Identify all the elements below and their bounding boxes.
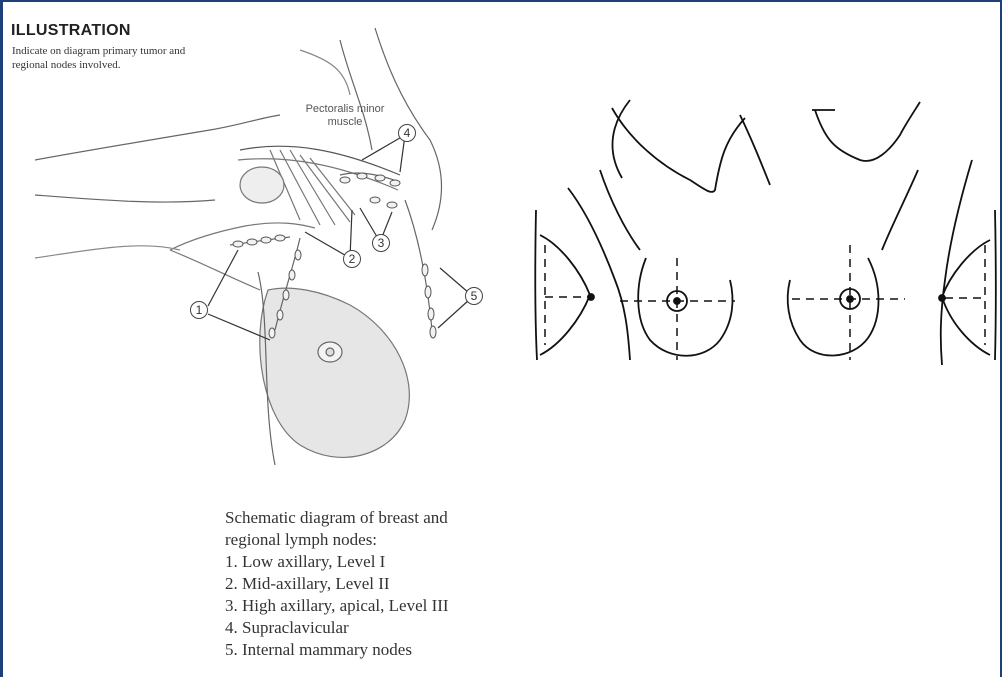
caption-item: 4. Supraclavicular: [225, 617, 449, 639]
caption-item: 1. Low axillary, Level I: [225, 551, 449, 573]
caption-item: 2. Mid-axillary, Level II: [225, 573, 449, 595]
pectoralis-minor-label: Pectoralis minor muscle: [290, 103, 400, 129]
caption-item: 3. High axillary, apical, Level III: [225, 595, 449, 617]
marker-4: 4: [398, 124, 416, 142]
marker-3: 3: [372, 234, 390, 252]
caption-item: 5. Internal mammary nodes: [225, 639, 449, 661]
marker-5: 5: [465, 287, 483, 305]
caption-intro-line1: Schematic diagram of breast and: [225, 507, 449, 529]
diagram-caption: Schematic diagram of breast and regional…: [225, 507, 449, 661]
caption-intro-line2: regional lymph nodes:: [225, 529, 449, 551]
marker-2: 2: [343, 250, 361, 268]
marker-1: 1: [190, 301, 208, 319]
quadrant-lines: [545, 245, 985, 360]
chest-schematic: [535, 100, 995, 365]
